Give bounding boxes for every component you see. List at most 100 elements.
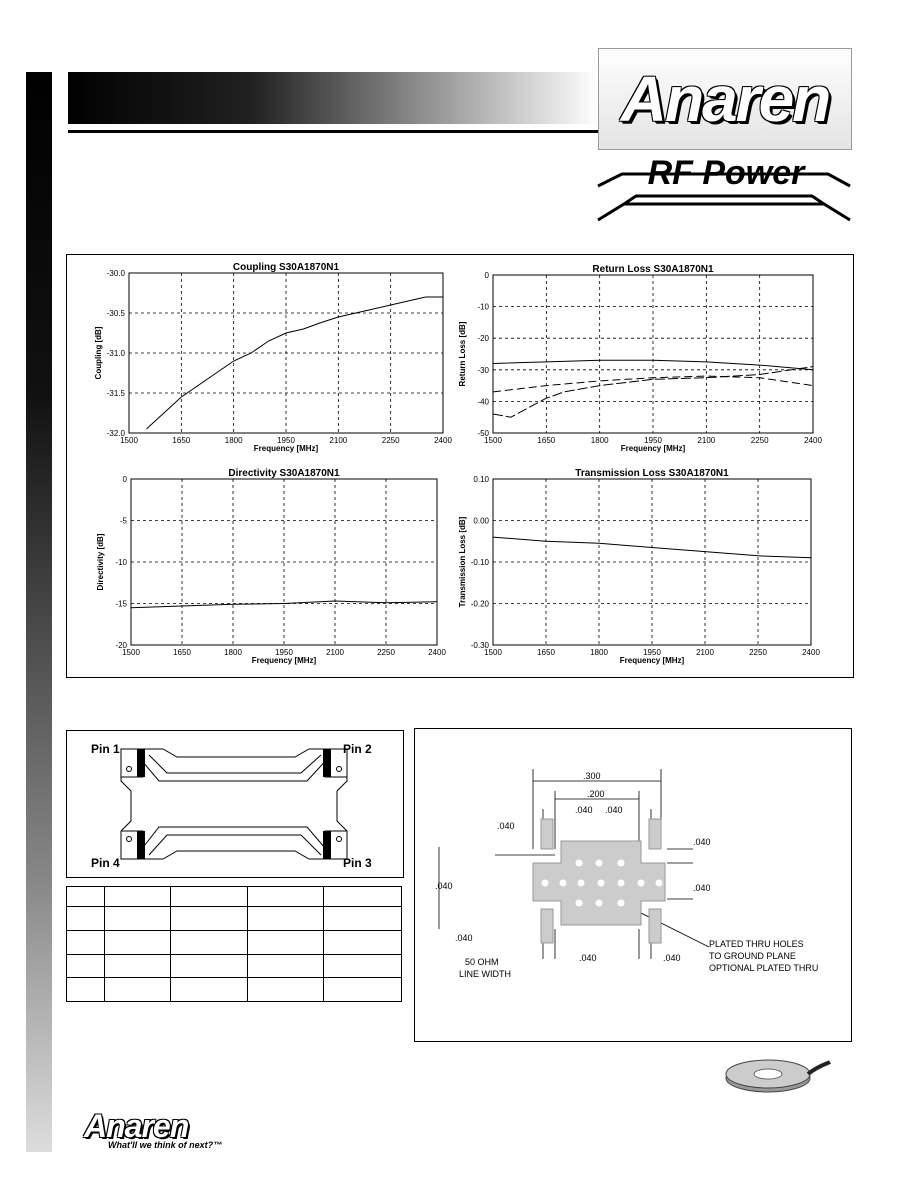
y-tick-label: -31.0 xyxy=(107,349,126,358)
schematic-panel: Pin 1 Pin 2 Pin 3 Pin 4 xyxy=(66,730,404,878)
line-width-label: 50 OHM xyxy=(465,957,499,967)
y-tick-label: 0 xyxy=(123,475,128,484)
x-tick-label: 1950 xyxy=(643,648,661,657)
series-line xyxy=(146,296,443,430)
x-tick-label: 1950 xyxy=(644,436,662,445)
x-tick-label: 1500 xyxy=(484,648,502,657)
x-axis-label: Frequency [MHz] xyxy=(252,656,317,665)
y-tick-label: -10 xyxy=(477,303,489,312)
y-tick-label: -30.5 xyxy=(107,309,126,318)
x-axis-label: Frequency [MHz] xyxy=(621,444,686,453)
y-tick-label: -20 xyxy=(477,334,489,343)
x-tick-label: 1800 xyxy=(591,436,609,445)
dim-label: .040 xyxy=(693,837,711,847)
dim-label: .040 xyxy=(455,933,473,943)
series-line xyxy=(492,359,814,371)
pin-4-label: Pin 4 xyxy=(91,856,120,870)
dim-label: .300 xyxy=(583,771,601,781)
y-tick-label: -15 xyxy=(115,600,127,609)
dim-label: .040 xyxy=(435,881,453,891)
x-tick-label: 1650 xyxy=(537,436,555,445)
x-tick-label: 1800 xyxy=(224,648,242,657)
dim-label: .040 xyxy=(693,883,711,893)
x-tick-label: 2400 xyxy=(434,436,452,445)
footer-tagline: What'll we think of next?™ xyxy=(108,1140,223,1150)
footprint-note: OPTIONAL PLATED THRU xyxy=(709,963,818,973)
pin-1-label: Pin 1 xyxy=(91,742,120,756)
footprint-note: PLATED THRU HOLES xyxy=(709,939,804,949)
series-line xyxy=(130,600,438,609)
x-tick-label: 1650 xyxy=(173,648,191,657)
y-tick-label: -0.20 xyxy=(471,600,490,609)
y-axis-label: Directivity [dB] xyxy=(96,533,105,590)
pin-config-table xyxy=(65,885,402,1002)
y-tick-label: -5 xyxy=(120,517,128,526)
left-sidebar-gradient xyxy=(26,72,52,1152)
x-tick-label: 1650 xyxy=(172,436,190,445)
x-axis-label: Frequency [MHz] xyxy=(620,656,685,665)
series-line xyxy=(492,366,814,418)
x-tick-label: 2250 xyxy=(377,648,395,657)
rf-power-logo: RF Power xyxy=(596,150,852,230)
y-axis-label: Coupling [dB] xyxy=(94,326,103,379)
y-axis-label: Transmission Loss [dB] xyxy=(458,516,467,607)
line-width-label: LINE WIDTH xyxy=(459,969,511,979)
grid-lines xyxy=(493,275,813,433)
tape-reel-image xyxy=(722,1056,832,1101)
dim-label: .200 xyxy=(587,789,605,799)
y-tick-label: -31.5 xyxy=(107,389,126,398)
chart-title: Coupling S30A1870N1 xyxy=(233,262,340,273)
table-row xyxy=(65,953,402,979)
logo-text: Anaren xyxy=(620,63,831,135)
charts-panel: 1500 1650 1800 1950 2100 2250 2400 -30.0 -30.5 -3… xyxy=(66,254,854,678)
x-tick-label: 2100 xyxy=(329,436,347,445)
footer-logo-text: Anaren xyxy=(84,1108,189,1144)
coupler-schematic: Pin 1 Pin 2 Pin 3 Pin 4 xyxy=(91,742,372,870)
y-tick-label: 0.00 xyxy=(473,517,489,526)
dim-label: .040 xyxy=(605,805,623,815)
header-rule xyxy=(68,130,838,133)
x-tick-label: 2400 xyxy=(804,436,822,445)
y-tick-label: -20 xyxy=(115,641,127,650)
footprint-panel: .300 .200 .040 .040 .040 .040 .040 .040 … xyxy=(414,728,852,1042)
x-tick-label: 2100 xyxy=(696,648,714,657)
dim-label: .040 xyxy=(579,953,597,963)
anaren-logo: Anaren xyxy=(598,48,852,150)
x-tick-label: 2100 xyxy=(326,648,344,657)
series-line xyxy=(492,375,814,393)
x-tick-label: 1950 xyxy=(275,648,293,657)
footer-logo: Anaren xyxy=(84,1108,189,1145)
x-tick-label: 2250 xyxy=(382,436,400,445)
x-tick-label: 2400 xyxy=(802,648,820,657)
x-tick-label: 1500 xyxy=(120,436,138,445)
y-axis-label: Return Loss [dB] xyxy=(458,321,467,386)
y-tick-label: 0 xyxy=(485,271,490,280)
y-tick-label: -10 xyxy=(115,558,127,567)
x-tick-label: 2400 xyxy=(428,648,446,657)
chart-title: Directivity S30A1870N1 xyxy=(228,468,340,479)
y-tick-label: -0.10 xyxy=(471,558,490,567)
table-row xyxy=(65,885,402,908)
x-tick-label: 1500 xyxy=(484,436,502,445)
footprint-note: TO GROUND PLANE xyxy=(709,951,796,961)
x-tick-label: 1800 xyxy=(225,436,243,445)
rf-power-lines xyxy=(597,172,851,222)
grid-lines xyxy=(129,273,443,433)
x-tick-label: 1950 xyxy=(277,436,295,445)
header-gradient-bar xyxy=(68,72,598,124)
x-tick-label: 1650 xyxy=(537,648,555,657)
grid-lines xyxy=(493,479,811,645)
x-axis-label: Frequency [MHz] xyxy=(254,444,319,453)
table-row xyxy=(65,930,402,955)
x-tick-label: 2250 xyxy=(751,436,769,445)
footprint-drawing: .300 .200 .040 .040 .040 .040 .040 .040 … xyxy=(435,769,818,979)
y-tick-label: -30.0 xyxy=(107,269,126,278)
pin-2-label: Pin 2 xyxy=(343,742,372,756)
y-tick-label: 0.10 xyxy=(473,475,489,484)
rf-power-text: RF Power xyxy=(647,154,805,192)
table-row xyxy=(65,906,402,932)
chart-title: Transmission Loss S30A1870N1 xyxy=(575,468,729,479)
